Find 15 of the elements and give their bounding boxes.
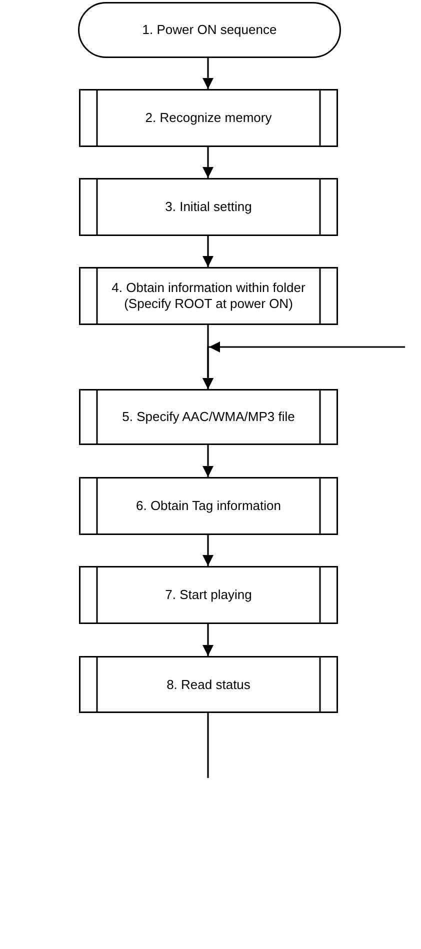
subprocess-box [79,566,338,624]
step-label: 4. Obtain information within folder (Specify ROOT at power ON) [110,280,306,312]
step-label: 7. Start playing [164,587,253,603]
subprocess-box [79,656,338,713]
subprocess-box [79,267,338,325]
step-label: 3. Initial setting [164,199,253,215]
step-label: 2. Recognize memory [144,110,273,126]
subprocess-box [79,389,338,445]
subprocess-box [79,477,338,535]
step-label: 8. Read status [166,676,252,692]
step-label: 1. Power ON sequence [141,22,278,38]
subprocess-box [79,178,338,236]
step-label: 6. Obtain Tag information [134,498,282,514]
subprocess-box [79,89,338,147]
step-label: 5. Specify AAC/WMA/MP3 file [121,409,296,425]
